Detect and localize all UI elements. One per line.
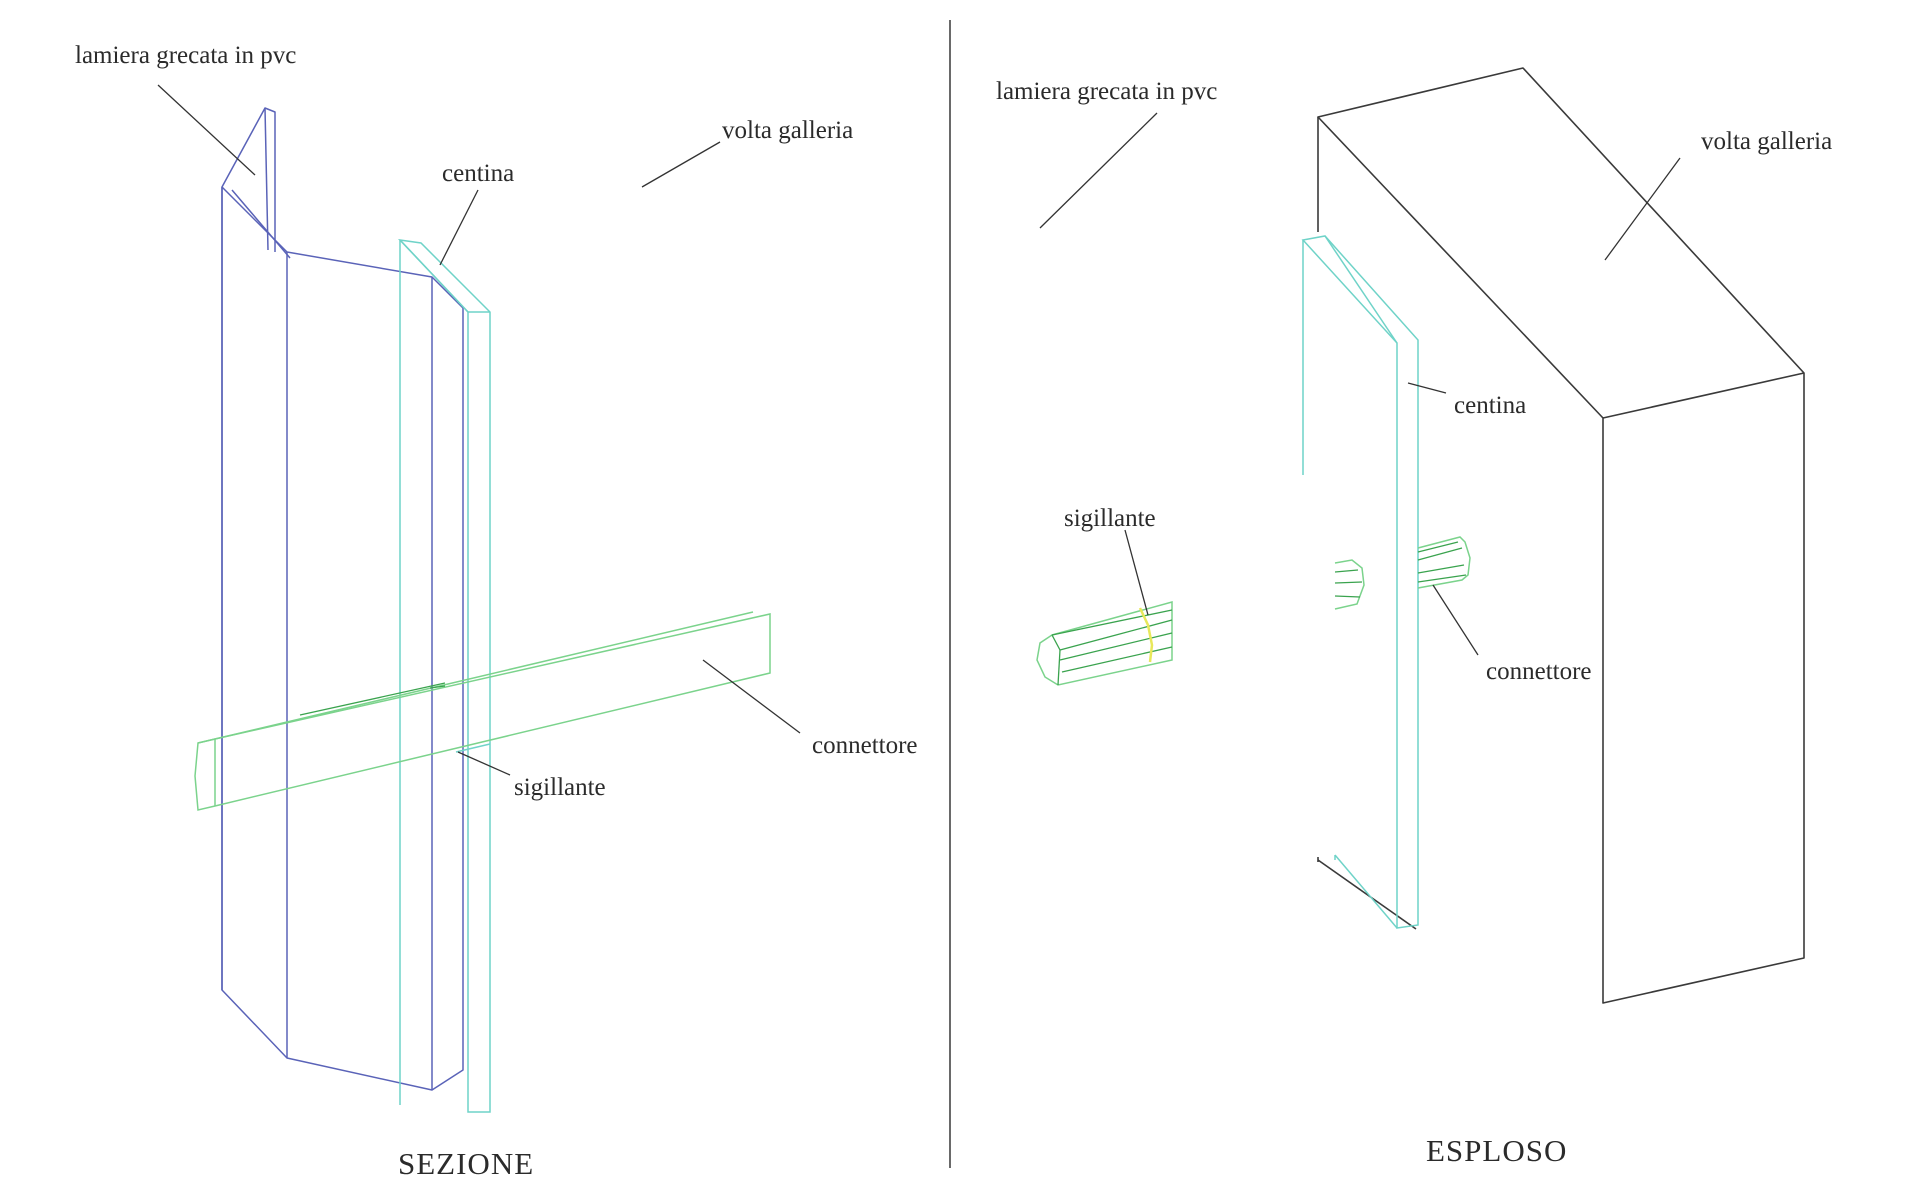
leader-lamiera-right	[1039, 112, 1158, 229]
leader-lamiera-left	[157, 84, 256, 176]
sezione-view: lamiera grecata in pvc volta galleria ce…	[75, 42, 918, 1179]
leader-centina-left	[439, 189, 479, 266]
leader-volta-right	[1604, 157, 1681, 261]
label-volta-left: volta galleria	[722, 117, 853, 144]
connettore-left	[194, 611, 771, 811]
leader-volta-left	[641, 141, 721, 188]
label-centina-left: centina	[442, 160, 514, 187]
label-sigillante-right: sigillante	[1064, 505, 1156, 532]
label-connettore-left: connettore	[812, 732, 918, 759]
centina-right	[1301, 235, 1419, 929]
centina-left	[397, 238, 491, 1113]
label-lamiera-left: lamiera grecata in pvc	[75, 42, 296, 69]
esploso-view: lamiera grecata in pvc volta galleria ce…	[996, 67, 1832, 1168]
lamiera-grecata-left	[221, 107, 464, 1091]
leader-connettore-right	[1432, 584, 1479, 656]
volta-galleria-block	[1317, 67, 1805, 1004]
label-volta-right: volta galleria	[1701, 128, 1832, 155]
title-sezione: SEZIONE	[398, 1146, 534, 1179]
label-connettore-right: connettore	[1486, 658, 1592, 685]
sigillante-right	[1036, 601, 1173, 686]
label-centina-right: centina	[1454, 392, 1526, 419]
leader-sigillante-left	[457, 751, 511, 776]
label-lamiera-right: lamiera grecata in pvc	[996, 78, 1217, 105]
sigillante-left	[455, 743, 491, 753]
leader-sigillante-right	[1124, 529, 1149, 616]
label-sigillante-left: sigillante	[514, 774, 606, 801]
leader-connettore-left	[702, 659, 801, 734]
leader-centina-right	[1407, 382, 1447, 394]
connettore-right	[1417, 536, 1471, 589]
connettore-fragment	[1334, 559, 1365, 610]
title-esploso: ESPLOSO	[1426, 1133, 1567, 1168]
